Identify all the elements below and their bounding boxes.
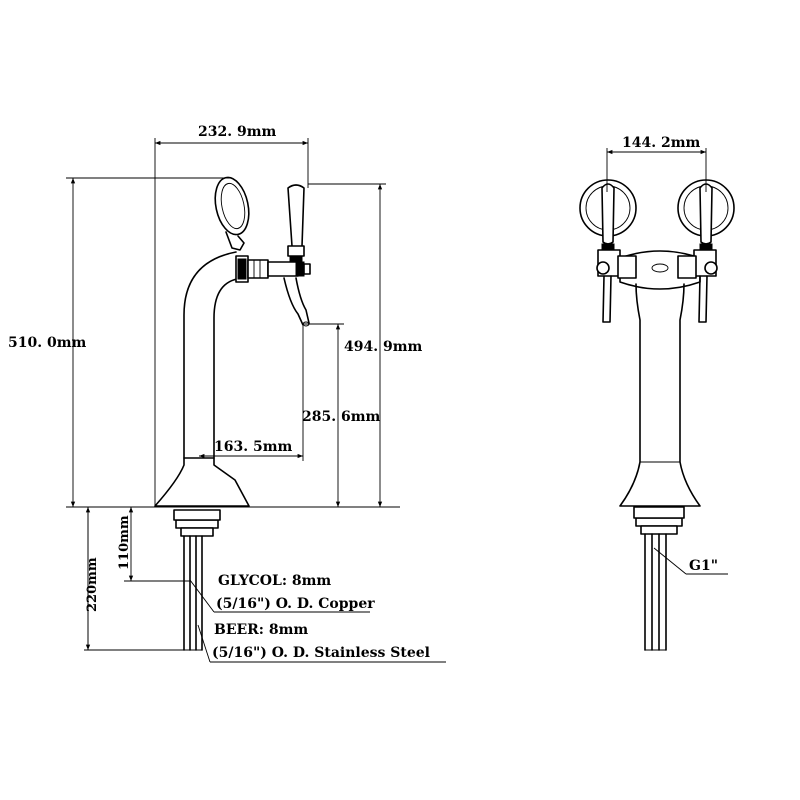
callout-beer: BEER: 8mm (5/16") O. D. Stainless Steel	[197, 622, 446, 663]
side-view-tower	[154, 251, 250, 507]
dim-shank-220: 220mm	[84, 507, 186, 651]
dim-side-width: 144. 2mm	[606, 135, 707, 192]
front-view-left-tap	[579, 179, 637, 323]
callout-beer-spec: (5/16") O. D. Stainless Steel	[212, 645, 430, 661]
callout-thread-label: G1"	[689, 558, 718, 574]
callout-glycol-spec: (5/16") O. D. Copper	[216, 596, 375, 612]
dim-shank-110-label: 110mm	[117, 515, 132, 570]
dim-overall-height: 510. 0mm	[8, 177, 400, 508]
dim-shank-110: 110mm	[117, 507, 190, 582]
dim-faucet-height: 494. 9mm	[308, 183, 423, 507]
callout-beer-label: BEER: 8mm	[214, 622, 308, 638]
dim-spout-height: 285. 6mm	[302, 323, 381, 507]
dim-top-width-label: 232. 9mm	[198, 124, 277, 140]
callout-glycol: GLYCOL: 8mm (5/16") O. D. Copper	[189, 573, 375, 613]
side-view-medallion	[214, 176, 250, 251]
dim-spout-height-label: 285. 6mm	[302, 409, 381, 425]
dim-overall-height-label: 510. 0mm	[8, 335, 87, 351]
dim-top-width: 232. 9mm	[154, 124, 309, 506]
dim-faucet-height-label: 494. 9mm	[344, 339, 423, 355]
front-view-tower	[619, 250, 701, 651]
dim-side-width-label: 144. 2mm	[622, 135, 701, 151]
dim-shank-220-label: 220mm	[85, 557, 100, 612]
callout-thread: G1"	[653, 547, 728, 575]
side-view-faucet	[235, 184, 311, 327]
side-view-shank	[173, 509, 221, 651]
dim-spout-reach-label: 163. 5mm	[214, 439, 293, 455]
callout-glycol-label: GLYCOL: 8mm	[218, 573, 331, 589]
front-view-right-tap	[677, 179, 735, 323]
dim-spout-reach: 163. 5mm	[199, 326, 304, 461]
